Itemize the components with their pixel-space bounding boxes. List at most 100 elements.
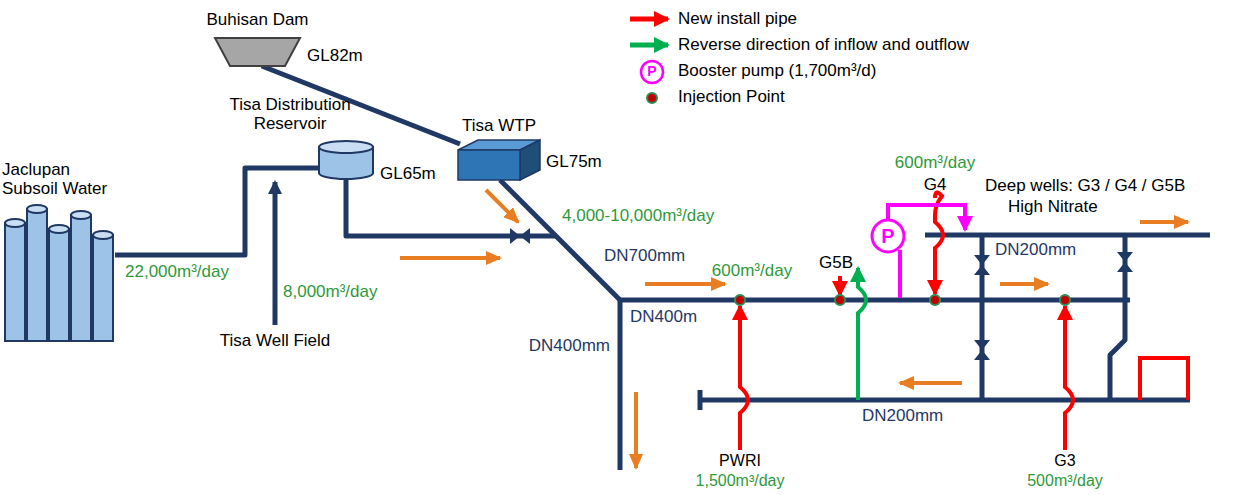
diagram-label: 600m³/day — [712, 261, 792, 281]
injection-point — [735, 295, 745, 305]
legend-text: Reverse direction of inflow and outflow — [678, 35, 969, 55]
box-side — [520, 140, 540, 180]
dam-shape — [215, 38, 300, 66]
tank-top — [319, 141, 373, 153]
valves — [510, 228, 1133, 360]
flow-arrow — [486, 190, 518, 222]
node-outline — [5, 205, 115, 345]
well-top — [27, 205, 47, 213]
well-top — [71, 211, 91, 219]
diagram-label: 1,500m³/day — [696, 472, 785, 490]
node-text: Buhisan Dam — [206, 10, 308, 30]
flow-arrow — [900, 381, 962, 385]
reversed-pipe — [858, 268, 866, 400]
booster-pipe — [898, 250, 902, 298]
pump-circle — [872, 220, 904, 252]
legend-pump-circle — [641, 61, 663, 83]
well-top — [93, 231, 113, 239]
main-pipes — [275, 180, 1210, 470]
diagram-label: 4,000-10,000m³/day — [562, 206, 714, 226]
diagram-label: P — [647, 63, 656, 79]
dn400-main-pipe — [618, 298, 1130, 303]
node-text: P — [871, 219, 905, 253]
reservoir-cylinder: Tisa Distribution ReservoirGL65m — [318, 140, 374, 180]
valve-symbol — [1117, 252, 1133, 272]
treatment-plant-box: Tisa WTPGL75m — [458, 140, 540, 180]
well-field-pipe — [273, 182, 278, 325]
well-top — [49, 225, 69, 233]
pipe-end-cap — [698, 390, 703, 410]
legend-text: Booster pump (1,700m³/d) — [678, 61, 876, 81]
new-install-pipe — [1140, 358, 1188, 400]
legend-injection-dot — [647, 93, 657, 103]
node-text: Tisa WTP — [462, 116, 536, 136]
diagram-label: 22,000m³/day — [125, 262, 229, 282]
flow-arrow — [634, 392, 638, 468]
connecting-pipe — [1110, 235, 1125, 400]
diagram-label: 8,000m³/day — [283, 282, 378, 302]
diagram-label: DN400m — [630, 307, 697, 327]
valve-symbol — [510, 228, 530, 244]
flow-arrow — [400, 256, 500, 260]
diagram-label: Deep wells: G3 / G4 / G5B — [985, 176, 1185, 196]
diagram-label: DN700mm — [604, 246, 685, 266]
node-outline — [318, 140, 374, 180]
diagram-label: DN400mm — [529, 336, 610, 356]
diagram-label: G4 — [924, 175, 947, 195]
node-text: Jaclupan Subsoil Water — [2, 160, 120, 199]
box-front — [458, 150, 520, 180]
pipe-connector — [115, 168, 318, 255]
diagram-label: Tisa Well Field — [220, 331, 331, 351]
flow-arrow — [645, 282, 725, 286]
legend-text: Injection Point — [678, 87, 785, 107]
diagram-label: G5B — [819, 253, 853, 273]
node-outline — [458, 140, 540, 180]
injection-point — [1060, 295, 1070, 305]
valve-symbol — [974, 255, 990, 275]
legend-red-arrow — [630, 17, 668, 22]
subsoil-well-field: Jaclupan Subsoil Water — [5, 205, 115, 345]
valve-symbol — [974, 340, 990, 360]
diagram-label: 500m³/day — [1027, 472, 1103, 490]
legend-text: New install pipe — [678, 9, 797, 29]
dam-trapezoid: Buhisan DamGL82m — [215, 38, 300, 66]
node-text: GL82m — [307, 46, 363, 66]
new-install-pipe — [935, 192, 943, 294]
booster-pump-circle: P — [871, 219, 905, 253]
diagram-label: 600m³/day — [895, 153, 975, 173]
new-install-pipe — [838, 276, 842, 295]
dn400-down-pipe — [618, 298, 623, 470]
legend-green-arrow — [630, 43, 668, 48]
diagram-label: DN200mm — [995, 240, 1076, 260]
well-top — [5, 219, 25, 227]
reservoir-outlet-pipe — [346, 180, 556, 236]
node-outline — [215, 38, 300, 66]
new-install-pipe — [1065, 306, 1073, 450]
node-text: GL65m — [380, 164, 436, 184]
injection-point — [930, 295, 940, 305]
diagram-label: PWRI — [719, 452, 761, 470]
well-casing — [93, 235, 113, 341]
booster-line — [888, 205, 965, 298]
diagram-label: G3 — [1054, 452, 1075, 470]
diagram-label: DN200mm — [862, 406, 943, 426]
upper-dn200-pipe — [925, 233, 1210, 238]
well-casing — [5, 223, 25, 341]
well-casing — [71, 215, 91, 341]
new-pipes — [740, 192, 1188, 450]
node-text: GL75m — [546, 152, 602, 172]
flow-arrow — [1000, 282, 1048, 286]
lower-dn200-pipe — [700, 398, 1190, 403]
new-install-pipe — [740, 306, 748, 450]
injection-points — [735, 295, 1070, 305]
flow-arrow — [1140, 220, 1188, 224]
dn700-pipe — [500, 180, 620, 300]
legend-samples — [630, 19, 668, 103]
node-text: Tisa Distribution Reservoir — [210, 95, 370, 134]
well-casing — [27, 209, 47, 341]
injection-point — [835, 295, 845, 305]
well-casing — [49, 229, 69, 341]
diagram-label: High Nitrate — [1008, 197, 1098, 217]
flow-arrows — [400, 190, 1188, 468]
